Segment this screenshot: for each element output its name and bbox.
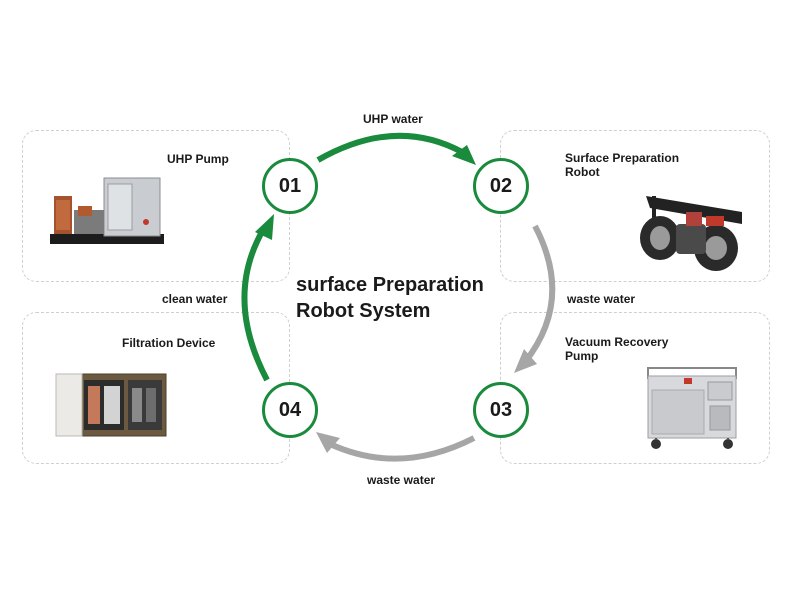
waste-water-right-arrow: [522, 224, 556, 364]
vacuum-recovery-pump-title: Vacuum Recovery Pump: [565, 335, 669, 363]
system-title: surface Preparation Robot System: [296, 274, 484, 322]
filtration-device-image: [55, 373, 167, 437]
surface-preparation-robot-title: Surface Preparation Robot: [565, 151, 680, 179]
node-01: 01: [262, 158, 318, 214]
waste-water-bottom-arrowhead: [316, 432, 340, 453]
filtration-device-title: Filtration Device: [122, 336, 216, 350]
waste-water-bottom-arrow: [328, 435, 476, 462]
uhp-water-arrowhead: [452, 145, 476, 165]
waste-water-right-label: waste water: [567, 292, 636, 306]
waste-water-bottom-label: waste water: [367, 473, 436, 487]
surface-preparation-robot-image: [640, 196, 742, 271]
waste-water-right-arrowhead: [514, 349, 537, 373]
uhp-water-label: UHP water: [363, 112, 423, 126]
clean-water-arrow: [241, 228, 270, 382]
uhp-water-arrow: [316, 132, 464, 163]
vacuum-recovery-pump-image: [647, 367, 737, 449]
uhp-pump-image: [50, 177, 164, 244]
node-02: 02: [473, 158, 529, 214]
node-03: 03: [473, 382, 529, 438]
uhp-pump-title: UHP Pump: [167, 152, 229, 166]
clean-water-arrowhead: [255, 214, 274, 240]
node-04: 04: [262, 382, 318, 438]
clean-water-label: clean water: [162, 292, 228, 306]
